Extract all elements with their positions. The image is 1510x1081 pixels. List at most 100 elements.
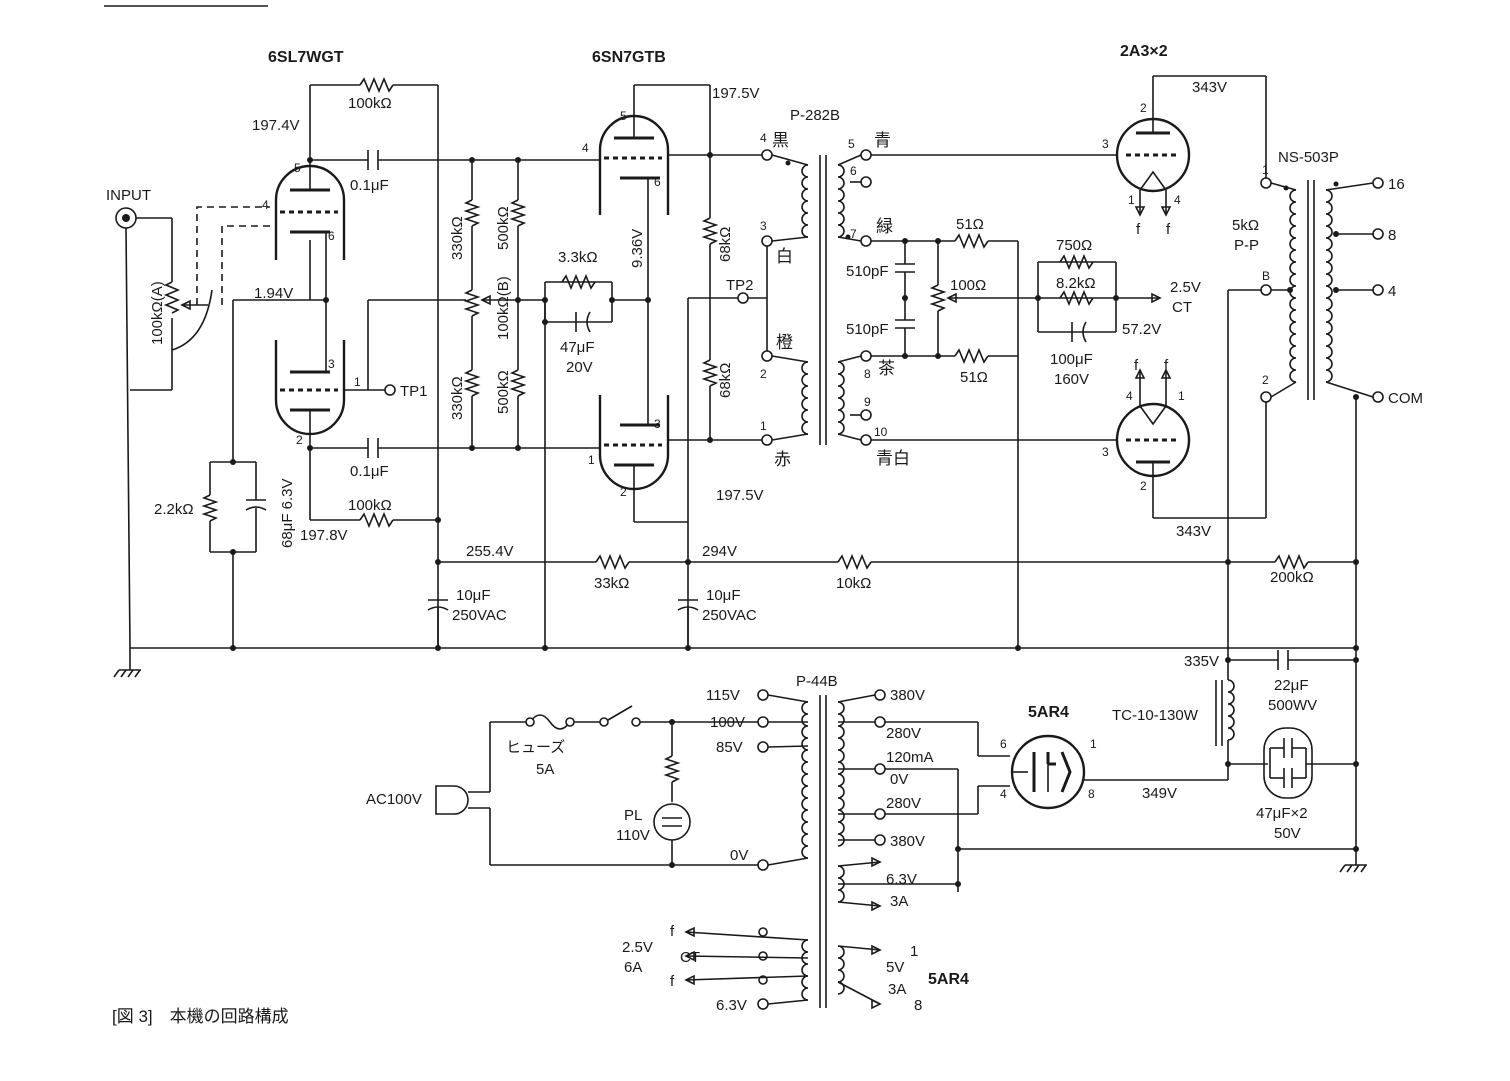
pwr-pin3b: 3 [1102, 445, 1109, 459]
heater-bias-voltage: 2.5V [1170, 279, 1201, 296]
r-330b-label: 330kΩ [449, 376, 466, 420]
tube-power-upper[interactable] [1115, 76, 1191, 217]
v1-cathode-network [201, 300, 267, 648]
b-plus-rail [427, 553, 1359, 648]
heater-ct: CT [680, 949, 700, 966]
v2-pin1: 1 [588, 453, 595, 467]
r-500b-label: 500kΩ [495, 370, 512, 414]
c-100-voltage: 160V [1054, 371, 1089, 388]
r-82k-label: 8.2kΩ [1056, 275, 1096, 292]
v2-cathode-network [542, 273, 648, 333]
tap-115: 115V [706, 687, 740, 704]
tap-85: 85V [716, 739, 743, 756]
drv-red: 赤 [774, 450, 791, 469]
pwr-f2: f [1166, 221, 1171, 238]
drv-pin4: 4 [760, 131, 767, 145]
input-label: INPUT [106, 187, 151, 204]
v2-plate-a-voltage: 197.5V [712, 85, 760, 102]
v2-plate-wiring [634, 152, 762, 648]
drv-pin10: 10 [874, 425, 888, 439]
drv-black: 黒 [772, 131, 789, 150]
v1-plate-b-voltage: 197.8V [300, 527, 348, 544]
drv-green: 緑 [876, 217, 893, 236]
drv-pin3: 3 [760, 219, 767, 233]
c-10a-voltage: 250VAC [452, 607, 507, 624]
c-47-voltage: 20V [566, 359, 593, 376]
drv-white: 白 [776, 247, 793, 266]
r-330a-label: 330kΩ [449, 216, 466, 260]
tp2-label[interactable]: TP2 [726, 277, 754, 294]
pwr-pin2b: 2 [1140, 479, 1147, 493]
sec-380b: 380V [890, 833, 925, 850]
r-fb2-label: 100kΩ [348, 497, 392, 514]
tap-100: 100V [710, 714, 745, 731]
power-transformer [684, 689, 1359, 1010]
tap-0: 0V [730, 847, 748, 864]
v2-plate-b-voltage: 197.5V [716, 487, 764, 504]
drv-bluewhite: 青白 [876, 449, 910, 468]
r-750-label: 750Ω [1056, 237, 1092, 254]
drv-pin2: 2 [760, 367, 767, 381]
pilot-val: 110V [616, 827, 650, 844]
tube-rectifier[interactable] [1010, 734, 1228, 810]
interstage-network [463, 157, 548, 648]
fuse-label: ヒューズ [506, 739, 565, 756]
out-16[interactable]: 16 [1388, 176, 1405, 193]
tube-v2-lower [598, 395, 670, 522]
tube-rect-label: 5AR4 [1028, 704, 1069, 721]
drv-pin7: 7 [850, 227, 857, 241]
choke-label: TC-10-130W [1112, 707, 1199, 724]
c-10b-label: 10μF [706, 587, 741, 604]
heater-6a: 6A [624, 959, 642, 976]
v1-cathode-voltage: 1.94V [254, 285, 293, 302]
c-510a-label: 510pF [846, 263, 889, 280]
c-10b-voltage: 250VAC [702, 607, 757, 624]
drv-blue: 青 [874, 131, 891, 150]
heater-f2: f [670, 973, 675, 990]
out-8[interactable]: 8 [1388, 227, 1396, 244]
b-255-voltage: 255.4V [466, 543, 514, 560]
rect-heater-label: 5AR4 [928, 971, 969, 988]
v1-pin1: 1 [354, 375, 361, 389]
tp1-label[interactable]: TP1 [400, 383, 428, 400]
tube-v1-lower [274, 340, 346, 448]
figure-caption: [図 3] 本機の回路構成 [112, 1007, 289, 1026]
out-4[interactable]: 4 [1388, 283, 1396, 300]
pwr-f3: f [1134, 357, 1139, 374]
pwr-trans-label: P-44B [796, 673, 838, 690]
v1-pin3: 3 [328, 357, 335, 371]
c-510b-label: 510pF [846, 321, 889, 338]
tube-power-lower[interactable] [1115, 368, 1191, 518]
c-100-label: 100μF [1050, 351, 1093, 368]
ground-bus [113, 645, 1359, 678]
driver-transformer [737, 149, 1118, 446]
pwr-pin1b: 1 [1178, 389, 1185, 403]
hum-balance-network [871, 232, 1162, 648]
c-68-label: 68μF 6.3V [279, 478, 296, 548]
pilot-label: PL [624, 807, 642, 824]
out-pinB: B [1262, 269, 1270, 283]
heater-f1: f [670, 923, 675, 940]
v1-wiring [307, 76, 600, 648]
r-68b-label: 68kΩ [717, 363, 734, 398]
pwr-pin4b: 4 [1126, 389, 1133, 403]
drv-trans-label: P-282B [790, 107, 840, 124]
heater-ct-label: CT [1172, 299, 1192, 316]
rect-pin8: 8 [1088, 787, 1095, 801]
sec-380a: 380V [890, 687, 925, 704]
input-jack[interactable] [115, 207, 213, 649]
v2-pin4: 4 [582, 141, 589, 155]
out-pin2: 2 [1262, 373, 1269, 387]
drv-pin9: 9 [864, 395, 871, 409]
v1-pin4: 4 [262, 198, 269, 212]
pwr-pin4a: 4 [1174, 193, 1181, 207]
out-com[interactable]: COM [1388, 390, 1423, 407]
c-47-label: 47μF [560, 339, 595, 356]
rect-pin4: 4 [1000, 787, 1007, 801]
ac-in-label: AC100V [366, 791, 422, 808]
h5-amp: 3A [888, 981, 906, 998]
r-51a-label: 51Ω [956, 216, 984, 233]
r-10k-label: 10kΩ [836, 575, 871, 592]
c-22-voltage: 500WV [1268, 697, 1317, 714]
